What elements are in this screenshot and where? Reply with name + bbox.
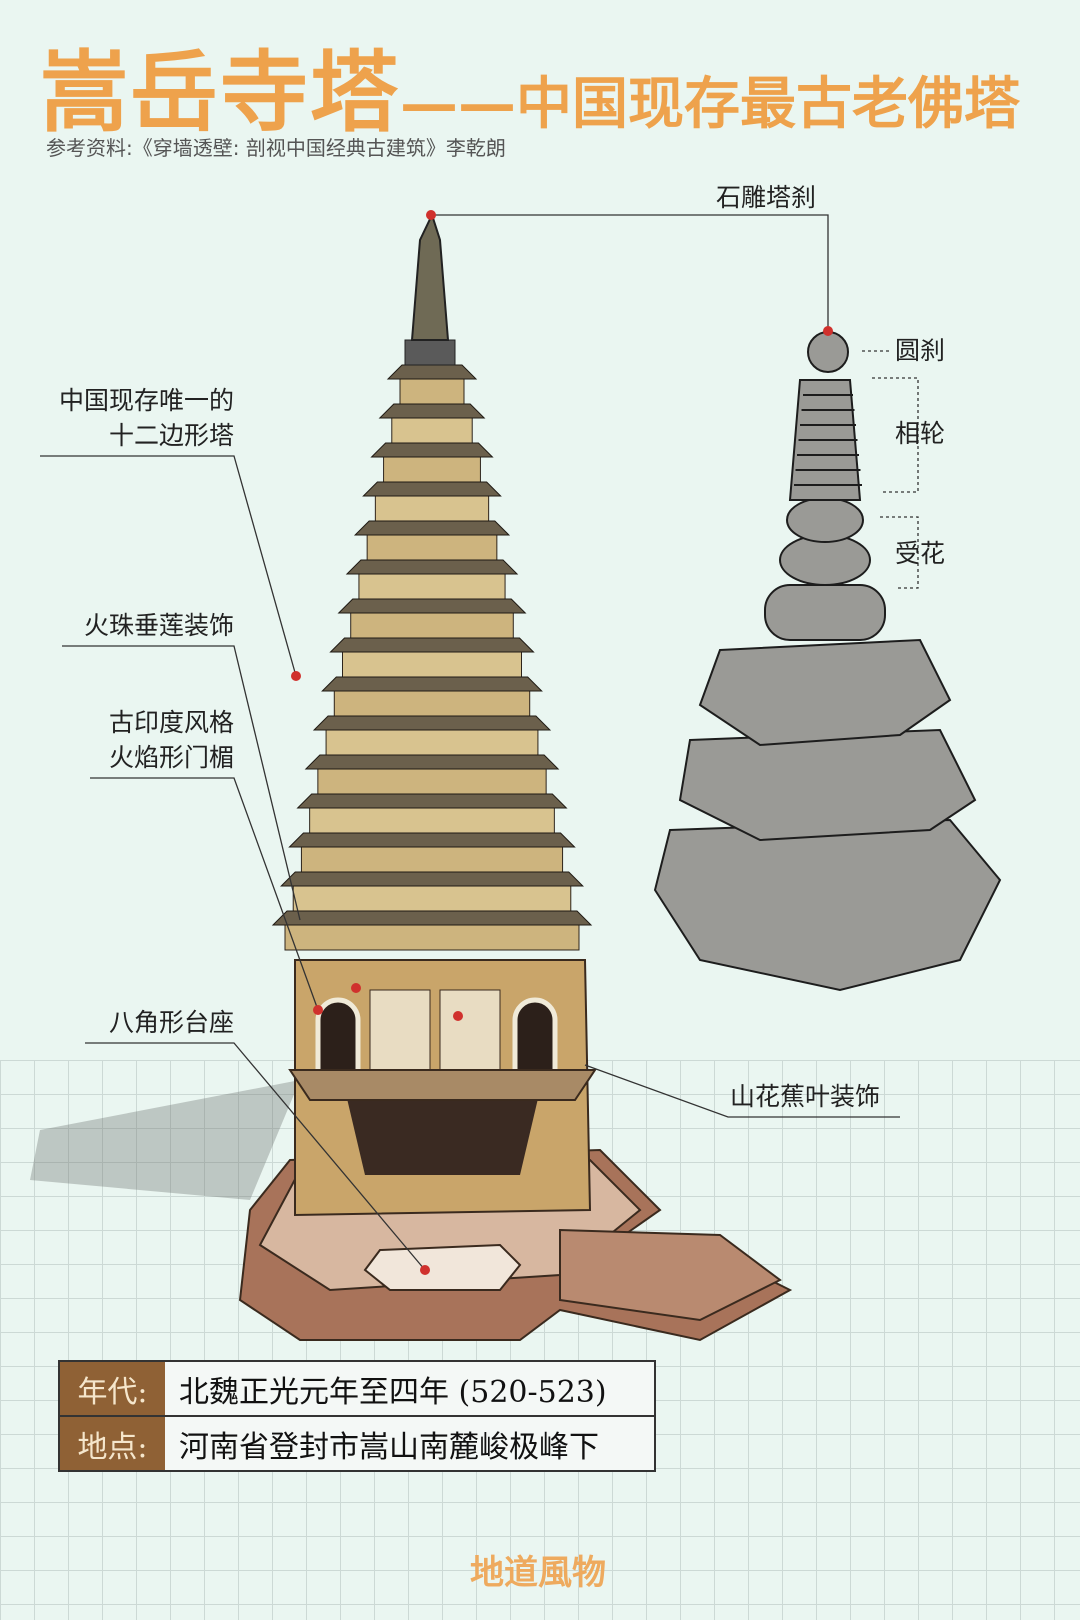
rings-lines bbox=[794, 394, 862, 486]
tier-body bbox=[350, 612, 514, 639]
page-title: 嵩岳寺塔——中国现存最古老佛塔 bbox=[40, 22, 1020, 149]
tier-body bbox=[358, 573, 506, 600]
tier-eave bbox=[304, 754, 560, 770]
tier-body bbox=[317, 768, 547, 795]
tier-eave bbox=[280, 871, 584, 887]
label-lotus: 受花 bbox=[895, 539, 946, 568]
tier-eave bbox=[362, 481, 502, 497]
info-key: 年代: bbox=[60, 1362, 165, 1415]
title-dash: —— bbox=[400, 69, 517, 137]
tier-eave bbox=[312, 715, 552, 731]
label-rings: 相轮 bbox=[895, 419, 946, 448]
label-banana-leaf: 山花蕉叶装饰 bbox=[730, 1082, 881, 1111]
title-sub: 中国现存最古老佛塔 bbox=[516, 71, 1021, 137]
info-row-era: 年代: 北魏正光元年至四年 (520-523) bbox=[60, 1362, 654, 1415]
label-round-finial: 圆刹 bbox=[895, 336, 946, 365]
label-line: 中国现存唯一的 bbox=[58, 386, 234, 415]
marker-dot bbox=[291, 671, 301, 681]
tier-body bbox=[284, 924, 580, 951]
label-finial: 石雕塔刹 bbox=[716, 183, 817, 212]
label-line: 火焰形门楣 bbox=[108, 743, 234, 772]
marker-dot bbox=[823, 326, 833, 336]
info-table: 年代: 北魏正光元年至四年 (520-523) 地点: 河南省登封市嵩山南麓峻极… bbox=[58, 1360, 656, 1472]
info-key: 地点: bbox=[60, 1417, 165, 1470]
tier-eave bbox=[321, 676, 543, 692]
title-main: 嵩岳寺塔 bbox=[40, 40, 401, 144]
label-twelve-sided: 中国现存唯一的 十二边形塔 bbox=[20, 383, 234, 453]
info-value: 北魏正光元年至四年 (520-523) bbox=[179, 1374, 607, 1410]
marker-dot bbox=[313, 1005, 323, 1015]
marker-dots bbox=[291, 210, 833, 1275]
tier-body bbox=[399, 378, 465, 405]
tier-body bbox=[391, 417, 473, 444]
label-line: 十二边形塔 bbox=[108, 421, 234, 450]
label-flame-lintel: 古印度风格 火焰形门楣 bbox=[20, 705, 234, 775]
brand-logo: 地道風物 bbox=[470, 1553, 606, 1593]
tier-eave bbox=[345, 559, 519, 575]
tier-eave bbox=[329, 637, 535, 653]
tier-body bbox=[333, 690, 531, 717]
tier-eave bbox=[337, 598, 527, 614]
leader-lines bbox=[40, 214, 919, 1271]
tier-eave bbox=[378, 403, 486, 419]
label-line: 古印度风格 bbox=[108, 708, 234, 737]
tier-body bbox=[309, 807, 555, 834]
tier-body bbox=[374, 495, 490, 522]
tier-eave bbox=[386, 364, 478, 380]
info-value: 河南省登封市嵩山南麓峻极峰下 bbox=[179, 1429, 599, 1465]
tier-eave bbox=[288, 832, 576, 848]
marker-dot bbox=[453, 1011, 463, 1021]
label-pearl-lotus: 火珠垂莲装饰 bbox=[83, 611, 234, 640]
tier-body bbox=[383, 456, 481, 483]
tier-body bbox=[366, 534, 498, 561]
tier-eave bbox=[353, 520, 511, 536]
marker-dot bbox=[426, 210, 436, 220]
marker-dot bbox=[351, 983, 361, 993]
marker-dot bbox=[420, 1265, 430, 1275]
tier-eave bbox=[271, 910, 593, 926]
octagonal-base-body bbox=[288, 959, 597, 1217]
tier-body bbox=[342, 651, 522, 678]
shadow bbox=[30, 1080, 300, 1200]
tier-body bbox=[325, 729, 539, 756]
tier-body bbox=[292, 885, 572, 912]
tier-eave bbox=[370, 442, 494, 458]
label-octagonal-base: 八角形台座 bbox=[108, 1008, 234, 1037]
pagoda-tiers bbox=[271, 364, 593, 951]
finial-detail-drawing bbox=[653, 331, 1002, 992]
main-spire bbox=[404, 212, 456, 366]
tier-body bbox=[300, 846, 564, 873]
info-row-location: 地点: 河南省登封市嵩山南麓峻极峰下 bbox=[60, 1415, 654, 1470]
reference-text: 参考资料:《穿墙透壁: 剖视中国经典古建筑》李乾朗 bbox=[46, 136, 506, 160]
tier-eave bbox=[296, 793, 568, 809]
